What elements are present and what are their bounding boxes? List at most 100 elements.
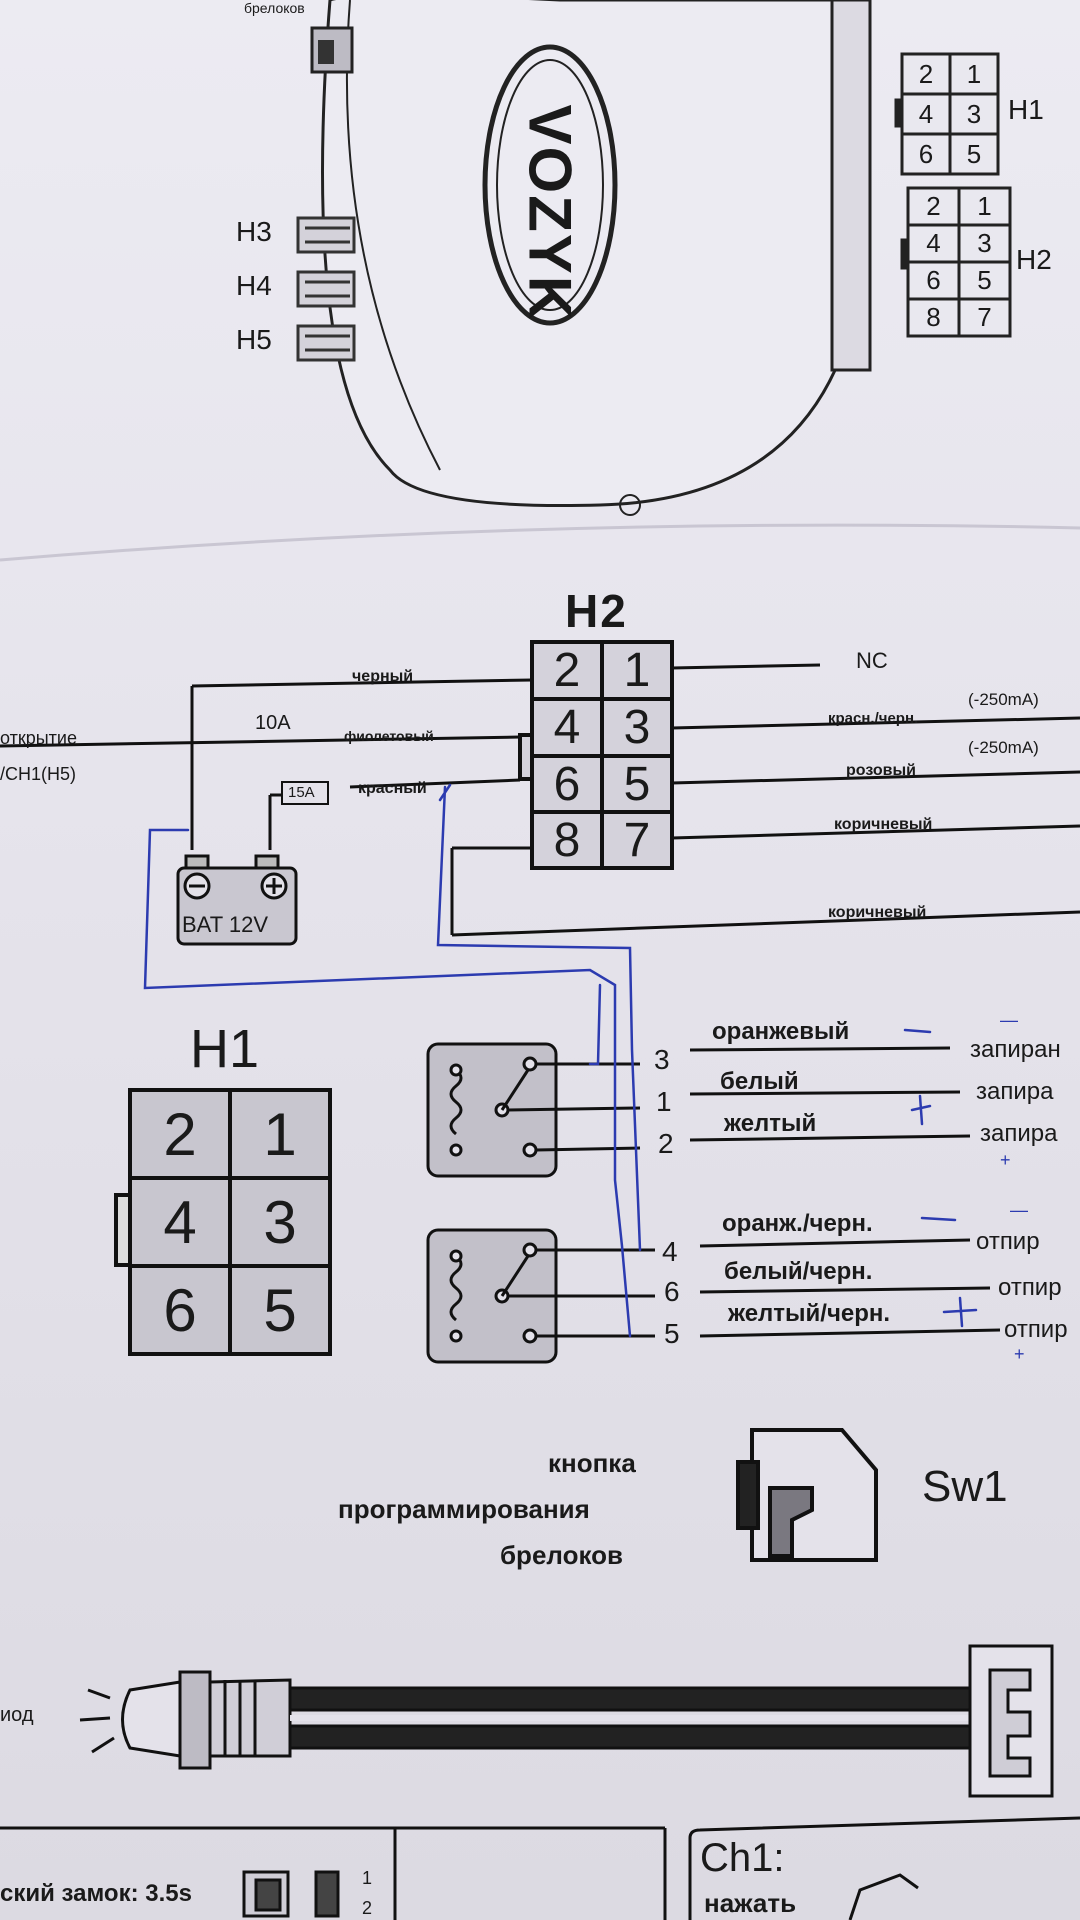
relay-target-label: запирa	[976, 1078, 1054, 1105]
h1-pin: 2	[132, 1092, 228, 1176]
h1-pin: 5	[232, 1268, 328, 1352]
relay-pin: 3	[654, 1044, 670, 1075]
relay-pin: 4	[662, 1236, 678, 1267]
h1-pin: 3	[232, 1180, 328, 1264]
relay-wire-label: оранжевый	[712, 1018, 850, 1045]
top-h2-pin: 1	[977, 191, 992, 221]
relay-wire-label: оранж./черн.	[722, 1210, 873, 1237]
opening-label-2: /CH1(H5)	[0, 764, 77, 784]
h2-pin: 7	[623, 813, 651, 867]
blue-pen-markings	[143, 783, 978, 1338]
h1-title: H1	[190, 1019, 260, 1079]
led-icon	[79, 1644, 1054, 1798]
top-h1-connector-grid	[894, 52, 1000, 176]
h1-pin: 6	[132, 1268, 228, 1352]
relay-pin: 5	[664, 1318, 680, 1349]
wire-label-red: красный	[358, 780, 427, 797]
top-h1-pin: 1	[966, 58, 982, 89]
h2-connector-grid	[518, 640, 674, 870]
brand-logo: VOZYK	[516, 104, 584, 322]
wire-label-black: черный	[352, 668, 414, 685]
relay-wire-label: желтый/черн.	[728, 1300, 891, 1327]
h2-pin: 2	[553, 644, 581, 697]
relay-pin: 1	[656, 1086, 672, 1117]
relay-target-label: запиран	[970, 1036, 1061, 1063]
h2-pin: 4	[553, 701, 581, 754]
top-h1-pin: 4	[918, 98, 934, 129]
top-brelok-label: брелоков	[244, 0, 305, 16]
top-h1-label: H1	[1008, 94, 1044, 125]
top-h2-pin: 3	[977, 228, 992, 258]
h2-pin: 5	[623, 757, 651, 811]
h2-title: H2	[565, 585, 628, 637]
wire-label-pink: розовый	[846, 762, 916, 779]
wire-label-violet: фиолетовый	[344, 728, 434, 744]
fuse-15a	[281, 781, 329, 805]
relay-lock	[426, 1042, 558, 1178]
top-h2-label: H2	[1016, 244, 1052, 275]
top-h2-pin: 5	[977, 265, 992, 295]
top-h2-pin: 8	[926, 302, 941, 332]
relay-target-label: отпир	[1004, 1316, 1068, 1343]
h2-wires	[0, 663, 1080, 937]
top-h2-pin: 4	[926, 228, 941, 258]
relay-wire-label: белый	[720, 1068, 799, 1095]
h3-label: H3	[236, 216, 272, 247]
sw1-caption-line3: брелоков	[500, 1540, 623, 1570]
current-label-2: (-250mA)	[968, 738, 1039, 757]
relay-pin: 6	[664, 1276, 680, 1307]
sw1-caption-line1: кнопка	[548, 1448, 636, 1478]
h4-label: H4	[236, 270, 272, 301]
relay-pin: 2	[658, 1128, 674, 1159]
top-h1-pin: 6	[918, 138, 934, 169]
current-label-1: (-250mA)	[968, 690, 1039, 709]
h3-h5-connectors	[296, 216, 356, 362]
h2-pin: 8	[553, 813, 581, 867]
ch1-label: Ch1:	[700, 1836, 785, 1880]
relay-target-label: отпир	[976, 1228, 1040, 1255]
pen-mark-minus: —	[1000, 1010, 1018, 1030]
top-h1-pin: 5	[966, 138, 982, 169]
fuse-15a-label: 15A	[288, 784, 315, 801]
sw1-button-icon	[736, 1428, 878, 1562]
relay-wires	[507, 1046, 1001, 1338]
battery-12v	[176, 854, 298, 946]
press-label: нажать	[704, 1888, 797, 1918]
bottom-left-text: ский замок: 3.5s	[0, 1880, 192, 1907]
h2-pin: 6	[553, 757, 581, 811]
relay-wire-label: белый/черн.	[724, 1258, 873, 1285]
battery-label: BAT 12V	[182, 912, 269, 937]
sw1-label: Sw1	[922, 1462, 1008, 1511]
top-h1-pin: 3	[966, 98, 982, 129]
brand-oval	[482, 44, 618, 326]
top-h2-pin: 2	[926, 191, 941, 221]
top-h2-pin: 6	[926, 265, 941, 295]
bottom-boxes	[0, 1816, 1080, 1920]
top-h2-connector-grid	[900, 186, 1012, 338]
h2-pin: 3	[623, 701, 651, 754]
wire-label-nc: NC	[856, 648, 888, 673]
h1-pin: 1	[232, 1092, 328, 1176]
opening-label-1: открытие	[0, 728, 77, 748]
paper-fold	[0, 523, 1080, 562]
bottom-pin-1: 1	[362, 1868, 373, 1888]
wire-label-red-black: красн./черн.	[828, 710, 919, 727]
top-h1-pin: 2	[918, 58, 934, 89]
h2-pin: 1	[623, 644, 651, 697]
bottom-pin-2: 2	[362, 1898, 373, 1918]
top-h2-pin: 7	[977, 302, 992, 332]
alarm-unit-body	[321, 0, 852, 508]
sw1-caption-line2: программирования	[338, 1494, 590, 1524]
h1-pin: 4	[132, 1180, 228, 1264]
relay-unlock	[426, 1228, 558, 1364]
relay-wire-label: желтый	[724, 1110, 817, 1137]
unit-side-plate	[830, 0, 872, 372]
wire-label-brown-1: коричневый	[834, 816, 933, 833]
led-label: иод	[0, 1704, 34, 1726]
h5-label: H5	[236, 324, 272, 355]
wire-label-brown-2: коричневый	[828, 904, 927, 921]
pen-mark-minus: —	[1010, 1200, 1028, 1220]
pen-mark-plus: +	[1014, 1344, 1025, 1364]
